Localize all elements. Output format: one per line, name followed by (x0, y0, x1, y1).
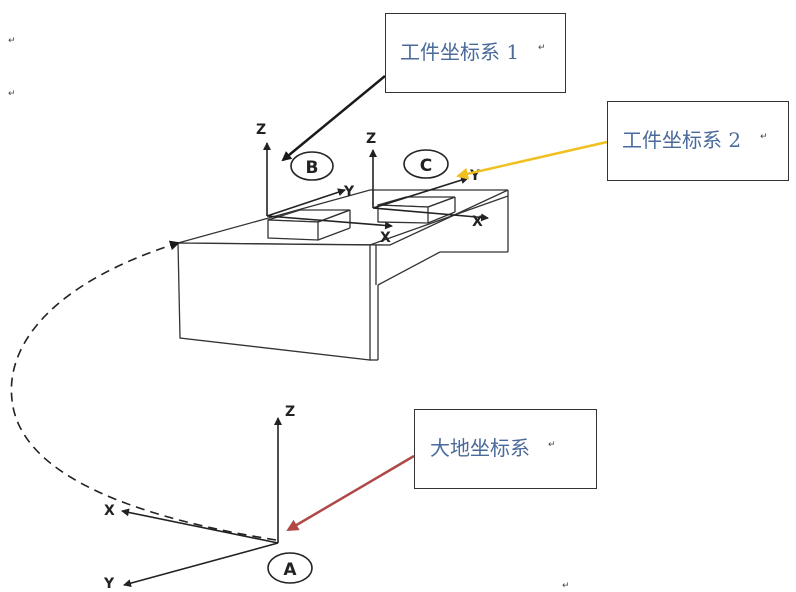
callout-label-workpiece-frame-1: 工件坐标系 1 (400, 40, 520, 64)
frame-a-marker (267, 552, 313, 584)
frame-b-y-label: Y (343, 184, 355, 200)
frame-a-axes (121, 417, 282, 588)
callout-arrow-frame-1 (281, 75, 386, 162)
frame-b-marker-label: B (306, 158, 319, 178)
callout-arrow-world-frame (286, 454, 415, 532)
callout-box-workpiece-frame-2 (607, 101, 789, 181)
frame-c-x-label: X (472, 214, 483, 230)
callout-arrow-frame-2 (456, 140, 608, 180)
frame-b-axes (263, 142, 393, 230)
paragraph-mark: ↵ (760, 132, 768, 142)
frame-a-marker-label: A (283, 560, 297, 580)
paragraph-mark: ↵ (8, 36, 16, 46)
paragraph-mark: ↵ (548, 440, 556, 450)
frame-c-axes (369, 149, 489, 222)
frame-b-marker (290, 151, 334, 181)
callout-box-world-frame (414, 409, 597, 489)
paragraph-mark: ↵ (538, 43, 546, 53)
frame-b-z-label: Z (256, 122, 266, 138)
frame-c-marker-label: C (420, 156, 432, 176)
callout-box-workpiece-frame-1 (385, 13, 566, 93)
callout-label-workpiece-frame-2: 工件坐标系 2 (622, 128, 742, 152)
frame-c-z-label: Z (366, 131, 376, 147)
transform-dashed-path (10, 240, 277, 541)
frame-a-z-label: Z (285, 404, 295, 420)
callout-label-world-frame: 大地坐标系 (430, 436, 530, 460)
frame-c-marker (403, 149, 449, 179)
paragraph-mark: ↵ (562, 581, 570, 591)
frame-b-x-label: X (380, 230, 391, 246)
fixture-block (177, 189, 509, 361)
frame-a-y-label: Y (103, 576, 115, 592)
frame-a-x-label: X (104, 503, 115, 519)
paragraph-mark: ↵ (8, 89, 16, 99)
